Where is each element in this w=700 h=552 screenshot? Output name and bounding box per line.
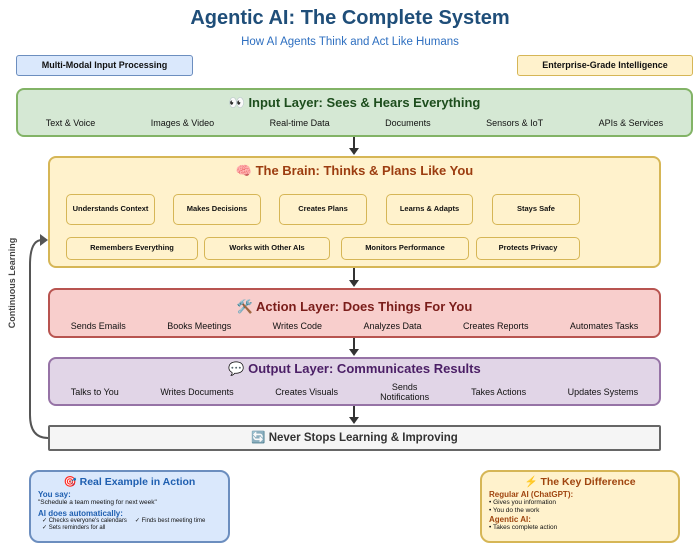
target-icon: 🎯 (63, 476, 77, 488)
brain-capability: Remembers Everything (66, 237, 198, 260)
brain-capability: Stays Safe (492, 194, 580, 225)
input-item: Sensors & IoT (486, 118, 544, 128)
output-item: Talks to You (70, 387, 119, 397)
input-item: Real-time Data (269, 118, 330, 128)
brain-capability: Protects Privacy (476, 237, 580, 260)
brain-icon: 🧠 (235, 163, 252, 178)
brain-capability: Makes Decisions (173, 194, 261, 225)
action-layer: 🛠️ Action Layer: Does Things For You Sen… (48, 288, 661, 338)
ai-label: AI does automatically: (38, 508, 123, 518)
example-panel: 🎯 Real Example in Action You say: "Sched… (29, 470, 230, 543)
check-item: ✓ Checks everyone's calendars (42, 517, 127, 524)
arrow-input-brain (349, 137, 359, 155)
action-item: Sends Emails (70, 321, 126, 331)
continuous-learning-loop-arrow (29, 234, 49, 439)
action-item: Creates Reports (462, 321, 529, 331)
difference-title: The Key Difference (540, 476, 636, 488)
action-item: Automates Tasks (569, 321, 639, 331)
learning-layer: 🔄 Never Stops Learning & Improving (48, 425, 661, 451)
output-item: Sends Notifications (380, 382, 430, 403)
output-title: Output Layer: Communicates Results (248, 361, 481, 376)
output-layer: 💬 Output Layer: Communicates Results Tal… (48, 357, 661, 406)
input-layer: 👀 Input Layer: Sees & Hears Everything T… (16, 88, 693, 137)
input-item: Images & Video (150, 118, 215, 128)
learning-title: Never Stops Learning & Improving (268, 432, 458, 444)
brain-capability: Creates Plans (279, 194, 367, 225)
action-item: Analyzes Data (363, 321, 422, 331)
difference-panel: ⚡ The Key Difference Regular AI (ChatGPT… (480, 470, 680, 543)
brain-layer: 🧠 The Brain: Thinks & Plans Like You Und… (48, 156, 661, 268)
output-item: Creates Visuals (275, 387, 339, 397)
continuous-learning-label: Continuous Learning (7, 237, 17, 329)
brain-title: The Brain: Thinks & Plans Like You (255, 163, 474, 178)
lightning-icon: ⚡ (524, 476, 538, 488)
tag-enterprise: Enterprise-Grade Intelligence (517, 55, 693, 76)
brain-capability: Understands Context (66, 194, 155, 225)
brain-capability: Learns & Adapts (386, 194, 473, 225)
input-item: Documents (385, 118, 431, 128)
arrow-output-learning (349, 406, 359, 424)
check-item: ✓ Finds best meeting time (134, 517, 206, 524)
action-item: Writes Code (272, 321, 323, 331)
agentic-ai-label: Agentic AI: (489, 515, 531, 525)
tag-multimodal: Multi-Modal Input Processing (16, 55, 193, 76)
input-layer-title: Input Layer: Sees & Hears Everything (248, 95, 481, 110)
output-item: Takes Actions (471, 387, 527, 397)
example-title: Real Example in Action (79, 476, 196, 488)
input-item: Text & Voice (45, 118, 96, 128)
input-item: APIs & Services (598, 118, 664, 128)
check-item: ✓ Sets reminders for all (42, 524, 106, 531)
output-item: Updates Systems (567, 387, 639, 397)
agentic-item: • Takes complete action (489, 524, 558, 532)
page-subtitle: How AI Agents Think and Act Like Humans (241, 36, 459, 48)
arrow-brain-action (349, 268, 359, 287)
action-title: Action Layer: Does Things For You (256, 299, 473, 314)
action-item: Books Meetings (167, 321, 232, 331)
regular-ai-label: Regular AI (ChatGPT): (489, 490, 574, 500)
refresh-icon: 🔄 (251, 432, 266, 444)
output-item: Writes Documents (160, 387, 234, 397)
brain-capability: Works with Other AIs (204, 237, 330, 260)
regular-item: • You do the work (489, 506, 540, 514)
you-say-label: You say: (38, 490, 71, 500)
tools-icon: 🛠️ (236, 299, 253, 314)
speech-bubble-icon: 💬 (228, 361, 245, 376)
you-say-text: "Schedule a team meeting for next week" (38, 499, 157, 507)
page-title: Agentic AI: The Complete System (190, 7, 510, 29)
brain-capability: Monitors Performance (341, 237, 469, 260)
regular-item: • Gives you information (489, 499, 556, 507)
eyes-icon: 👀 (228, 95, 245, 110)
arrow-action-output (349, 338, 359, 356)
